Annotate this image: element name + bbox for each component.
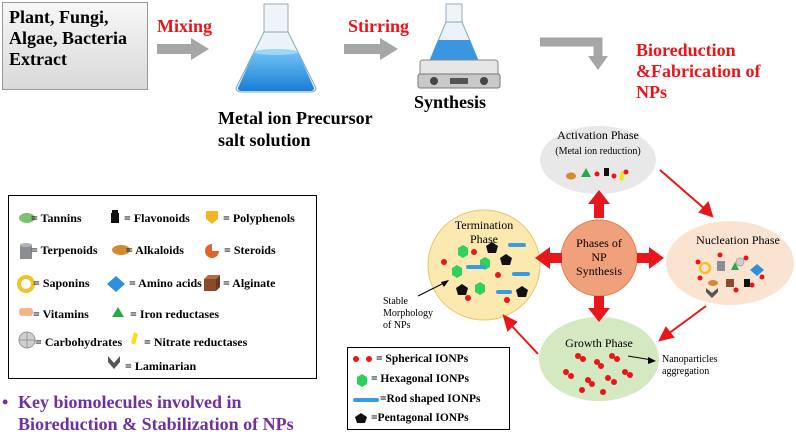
extract-box: Plant, Fungi, Algae, Bacteria Extract <box>2 2 148 90</box>
legend-item-vitamins: = Vitamins <box>33 307 89 321</box>
shape-legend-hexagonal: = Hexagonal IONPs <box>371 373 469 385</box>
mixing-label: Mixing <box>157 16 213 36</box>
vitamins-icon <box>19 308 33 316</box>
key-note-line1: Key biomolecules involved in <box>18 392 242 412</box>
stirrer-flask-icon <box>417 3 501 89</box>
shape-legend <box>347 347 510 430</box>
cycle-arrows <box>502 169 714 355</box>
biomolecule-legend <box>8 195 317 379</box>
precursor-line1: Metal ion Precursor <box>218 108 373 128</box>
center-line3: Synthesis <box>575 264 622 278</box>
legend-item-saponins: = Saponins <box>33 276 90 290</box>
hexagonal-icon <box>357 374 367 387</box>
legend-item-carbohydrates: = Carbohydrates <box>35 335 123 349</box>
legend-icons <box>17 210 220 369</box>
stable-line2: Morphology <box>383 308 433 319</box>
bioreduction-line2: &Fabrication of <box>636 61 761 81</box>
growth-particles <box>563 353 633 395</box>
legend-item-terpenoids: = Terpenoids <box>31 243 98 257</box>
termination-line2: Phase <box>470 232 498 246</box>
bioreduction-line1: Bioreduction <box>636 40 736 60</box>
legend-item-nitrate-reductases: = Nitrate reductases <box>144 335 248 349</box>
legend-item-amino-acids: = Amino acids <box>129 276 202 290</box>
termination-line1: Termination <box>454 218 514 232</box>
shape-legend-icons <box>353 356 379 423</box>
polyphenols-icon <box>206 211 218 224</box>
alginate-cube-icon <box>204 275 220 291</box>
termination-particles <box>441 242 530 303</box>
legend-item-flavonoids: = Flavonoids <box>124 211 190 225</box>
activation-subtitle: (Metal ion reduction) <box>555 146 641 157</box>
center-line2: NP <box>591 250 607 264</box>
key-note-line2: Bioreduction & Stabilization of NPs <box>18 414 294 434</box>
stable-line1: Stable <box>383 296 408 307</box>
aggregation-line2: aggregation <box>662 366 710 377</box>
growth-title: Growth Phase <box>565 336 633 350</box>
stable-line3: of NPs <box>383 320 411 331</box>
center-line1: Phases of <box>576 236 622 250</box>
shape-legend-spherical: = Spherical IONPs <box>376 353 469 365</box>
nitrate-reductases-icon <box>131 332 138 345</box>
extract-label: Plant, Fungi, Algae, Bacteria Extract <box>9 7 127 69</box>
activation-biomolecules <box>566 168 629 181</box>
legend-item-iron-reductases: = Iron reductases <box>130 307 220 321</box>
bullet-icon: • <box>2 392 9 412</box>
spherical-icon <box>353 356 372 362</box>
pentagon-icon <box>355 413 367 423</box>
gray-arrow-icon <box>157 38 209 60</box>
legend-item-steroids: = Steroids <box>224 243 276 257</box>
legend-item-laminarian: = Laminarian <box>125 359 197 373</box>
legend-item-polyphenols: = Polyphenols <box>223 211 295 225</box>
carbohydrates-icon <box>18 331 36 349</box>
legend-item-alkaloids: = Alkaloids <box>126 243 184 257</box>
precursor-line2: salt solution <box>218 130 311 150</box>
rod-icon <box>353 398 379 402</box>
legend-item-tannins: = Tannins <box>31 211 82 225</box>
red-arrows <box>535 190 664 322</box>
shape-legend-pentagonal: =Pentagonal IONPs <box>371 412 469 424</box>
nucleation-title: Nucleation Phase <box>696 233 780 247</box>
steroids-icon <box>205 244 219 258</box>
tannins-leaf-icon <box>19 213 35 223</box>
iron-reductases-triangle-icon <box>112 307 124 317</box>
alkaloids-icon <box>112 245 130 255</box>
amino-acids-diamond-icon <box>107 276 125 292</box>
stirring-label: Stirring <box>348 16 409 36</box>
flavonoids-icon <box>111 210 119 223</box>
shape-legend-rod: =Rod shaped IONPs <box>380 393 481 405</box>
synthesis-label: Synthesis <box>414 92 487 112</box>
bent-arrow-icon <box>540 37 608 70</box>
laminarian-chevron-icon <box>108 356 120 369</box>
flask-icon <box>235 3 317 93</box>
aggregation-line1: Nanoparticles <box>662 354 718 365</box>
growth-ellipse <box>539 317 659 401</box>
nucleation-particles <box>695 252 765 298</box>
legend-item-alginate: = Alginate <box>223 276 276 290</box>
activation-title: Activation Phase <box>557 128 639 142</box>
gray-arrow-icon <box>344 38 398 60</box>
bioreduction-line3: NPs <box>636 82 667 102</box>
nucleation-ellipse <box>666 221 794 305</box>
terpenoids-cylinder-icon <box>20 243 32 259</box>
saponins-ring-icon <box>17 275 35 293</box>
